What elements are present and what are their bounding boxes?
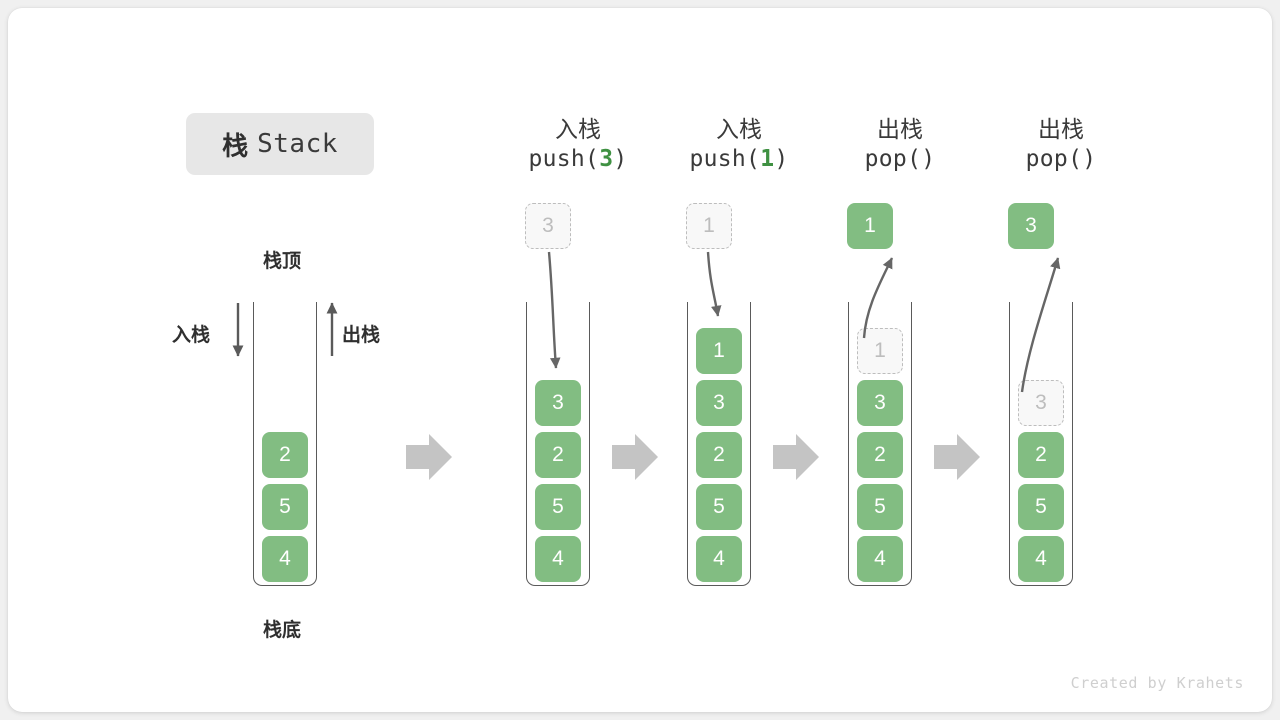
column-header-pop-3: 出栈 pop() <box>986 114 1136 175</box>
code-suffix: ) <box>921 146 936 173</box>
floating-element-ghost: 1 <box>686 203 732 249</box>
header-label-zh: 入栈 <box>555 116 601 142</box>
column-header-push-3: 入栈 push(3) <box>503 114 653 175</box>
stack-cell: 3 <box>696 380 742 426</box>
stack-cell: 3 <box>535 380 581 426</box>
diagram-title: 栈 Stack <box>186 113 374 175</box>
header-label-zh: 出栈 <box>1038 116 1084 142</box>
stack-cell: 4 <box>857 536 903 582</box>
stack-cell: 5 <box>535 484 581 530</box>
floating-element-popped: 3 <box>1008 203 1054 249</box>
stack-cell: 4 <box>262 536 308 582</box>
floating-element-ghost: 3 <box>525 203 571 249</box>
header-label-code: pop() <box>825 144 975 174</box>
stack-cell: 2 <box>696 432 742 478</box>
stack-container-pop-1 <box>848 302 912 586</box>
stack-cell: 3 <box>857 380 903 426</box>
stack-cell: 1 <box>696 328 742 374</box>
stack-bottom-label: 栈底 <box>262 620 301 641</box>
header-label-zh: 入栈 <box>716 116 762 142</box>
stack-cell: 5 <box>857 484 903 530</box>
header-label-code: push(1) <box>664 144 814 174</box>
stack-cell: 5 <box>1018 484 1064 530</box>
stack-cell-ghost: 3 <box>1018 380 1064 426</box>
code-suffix: ) <box>774 146 789 173</box>
floating-element-popped: 1 <box>847 203 893 249</box>
header-label-code: pop() <box>986 144 1136 174</box>
pop-direction-label: 出栈 <box>342 325 381 346</box>
stack-cell: 2 <box>1018 432 1064 478</box>
code-arg: 3 <box>599 146 614 173</box>
step-arrow <box>934 434 980 480</box>
stack-cell: 5 <box>262 484 308 530</box>
stack-cell: 4 <box>1018 536 1064 582</box>
stack-cell-ghost: 1 <box>857 328 903 374</box>
code-suffix: ) <box>1082 146 1097 173</box>
header-label-zh: 出栈 <box>877 116 923 142</box>
code-prefix: push( <box>528 146 600 173</box>
watermark: Created by Krahets <box>1070 674 1244 692</box>
title-chinese: 栈 <box>222 130 249 161</box>
title-english: Stack <box>257 129 338 159</box>
stack-cell: 2 <box>535 432 581 478</box>
step-arrow <box>406 434 452 480</box>
code-arg: 1 <box>760 146 775 173</box>
stack-container-pop-3 <box>1009 302 1073 586</box>
stack-container-push-3 <box>526 302 590 586</box>
diagram-canvas: 栈 Stack 入栈 push(3) 入栈 push(1) 出栈 pop() 出… <box>8 8 1272 712</box>
stack-cell: 4 <box>696 536 742 582</box>
code-suffix: ) <box>613 146 628 173</box>
stack-container-push-1 <box>687 302 751 586</box>
stack-cell: 5 <box>696 484 742 530</box>
code-prefix: push( <box>689 146 761 173</box>
step-arrow <box>612 434 658 480</box>
step-arrow <box>773 434 819 480</box>
stack-cell: 4 <box>535 536 581 582</box>
code-prefix: pop( <box>864 146 922 173</box>
column-header-push-1: 入栈 push(1) <box>664 114 814 175</box>
stack-cell: 2 <box>262 432 308 478</box>
push-direction-label: 入栈 <box>172 325 211 346</box>
stack-cell: 2 <box>857 432 903 478</box>
stack-container-initial <box>253 302 317 586</box>
column-header-pop-1: 出栈 pop() <box>825 114 975 175</box>
stack-top-label: 栈顶 <box>262 251 301 272</box>
code-prefix: pop( <box>1025 146 1083 173</box>
header-label-code: push(3) <box>503 144 653 174</box>
